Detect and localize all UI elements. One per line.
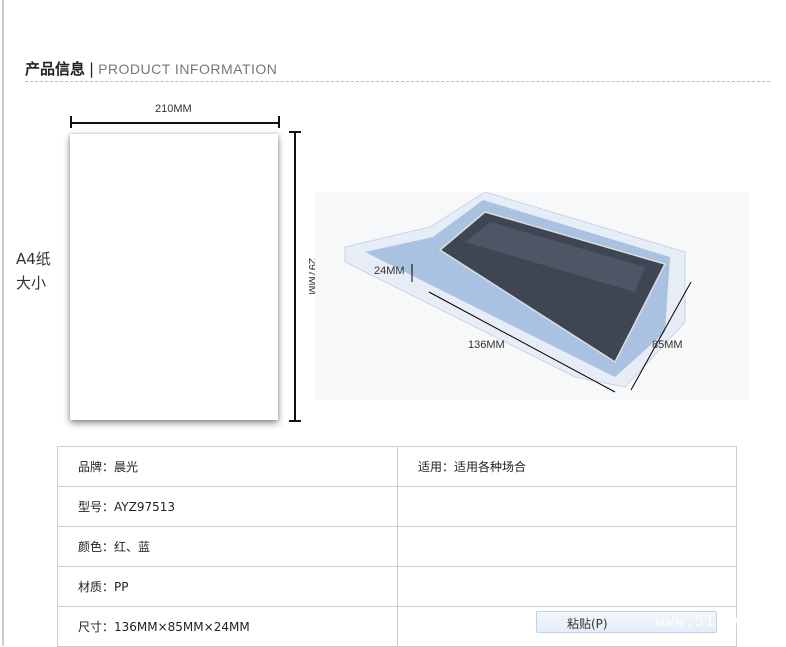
paste-label: 粘贴(P) <box>567 617 608 631</box>
table-row: 材质：PP <box>57 566 737 607</box>
title-cn: 产品信息 <box>25 60 86 78</box>
tick <box>289 420 301 422</box>
a4-caption-line1: A4纸 <box>16 250 51 268</box>
tick <box>289 131 301 133</box>
title-divider <box>25 81 770 82</box>
paste-menu-item[interactable]: 粘贴(P) <box>536 611 717 633</box>
spec-table: 品牌：晨光适用：适用各种场合 型号：AYZ97513 颜色：红、蓝 材质：PP … <box>57 446 737 647</box>
spec-color: 颜色：红、蓝 <box>57 526 398 567</box>
table-row: 型号：AYZ97513 <box>57 486 737 527</box>
spec-size: 尺寸：136MM×85MM×24MM <box>57 606 398 647</box>
a4-height-line <box>294 132 296 421</box>
table-row: 颜色：红、蓝 <box>57 526 737 567</box>
width-label: 85MM <box>652 339 683 351</box>
spec-empty <box>397 526 737 567</box>
title-separator: | <box>89 60 95 78</box>
a4-width-line <box>70 122 279 124</box>
a4-width-label: 210MM <box>155 103 192 115</box>
spec-empty <box>397 566 737 607</box>
a4-caption-line2: 大小 <box>16 274 47 292</box>
a4-caption: A4纸大小 <box>16 247 51 295</box>
tick <box>70 116 72 128</box>
spec-model: 型号：AYZ97513 <box>57 486 398 527</box>
section-title: 产品信息|PRODUCT INFORMATION <box>25 58 277 79</box>
product-photo: 24MM 136MM 85MM <box>315 191 749 400</box>
left-border <box>2 0 4 646</box>
table-row: 品牌：晨光适用：适用各种场合 <box>57 446 737 487</box>
watermark: www.51zyw <box>655 612 746 630</box>
height-label: 24MM <box>374 265 405 277</box>
spec-usage: 适用：适用各种场合 <box>397 446 737 487</box>
a4-paper <box>70 134 278 420</box>
spec-material: 材质：PP <box>57 566 398 607</box>
spec-brand: 品牌：晨光 <box>57 446 398 487</box>
ink-pad-image <box>344 191 692 393</box>
length-label: 136MM <box>468 339 505 351</box>
tick <box>278 116 280 128</box>
spec-empty <box>397 486 737 527</box>
title-en: PRODUCT INFORMATION <box>98 61 278 77</box>
